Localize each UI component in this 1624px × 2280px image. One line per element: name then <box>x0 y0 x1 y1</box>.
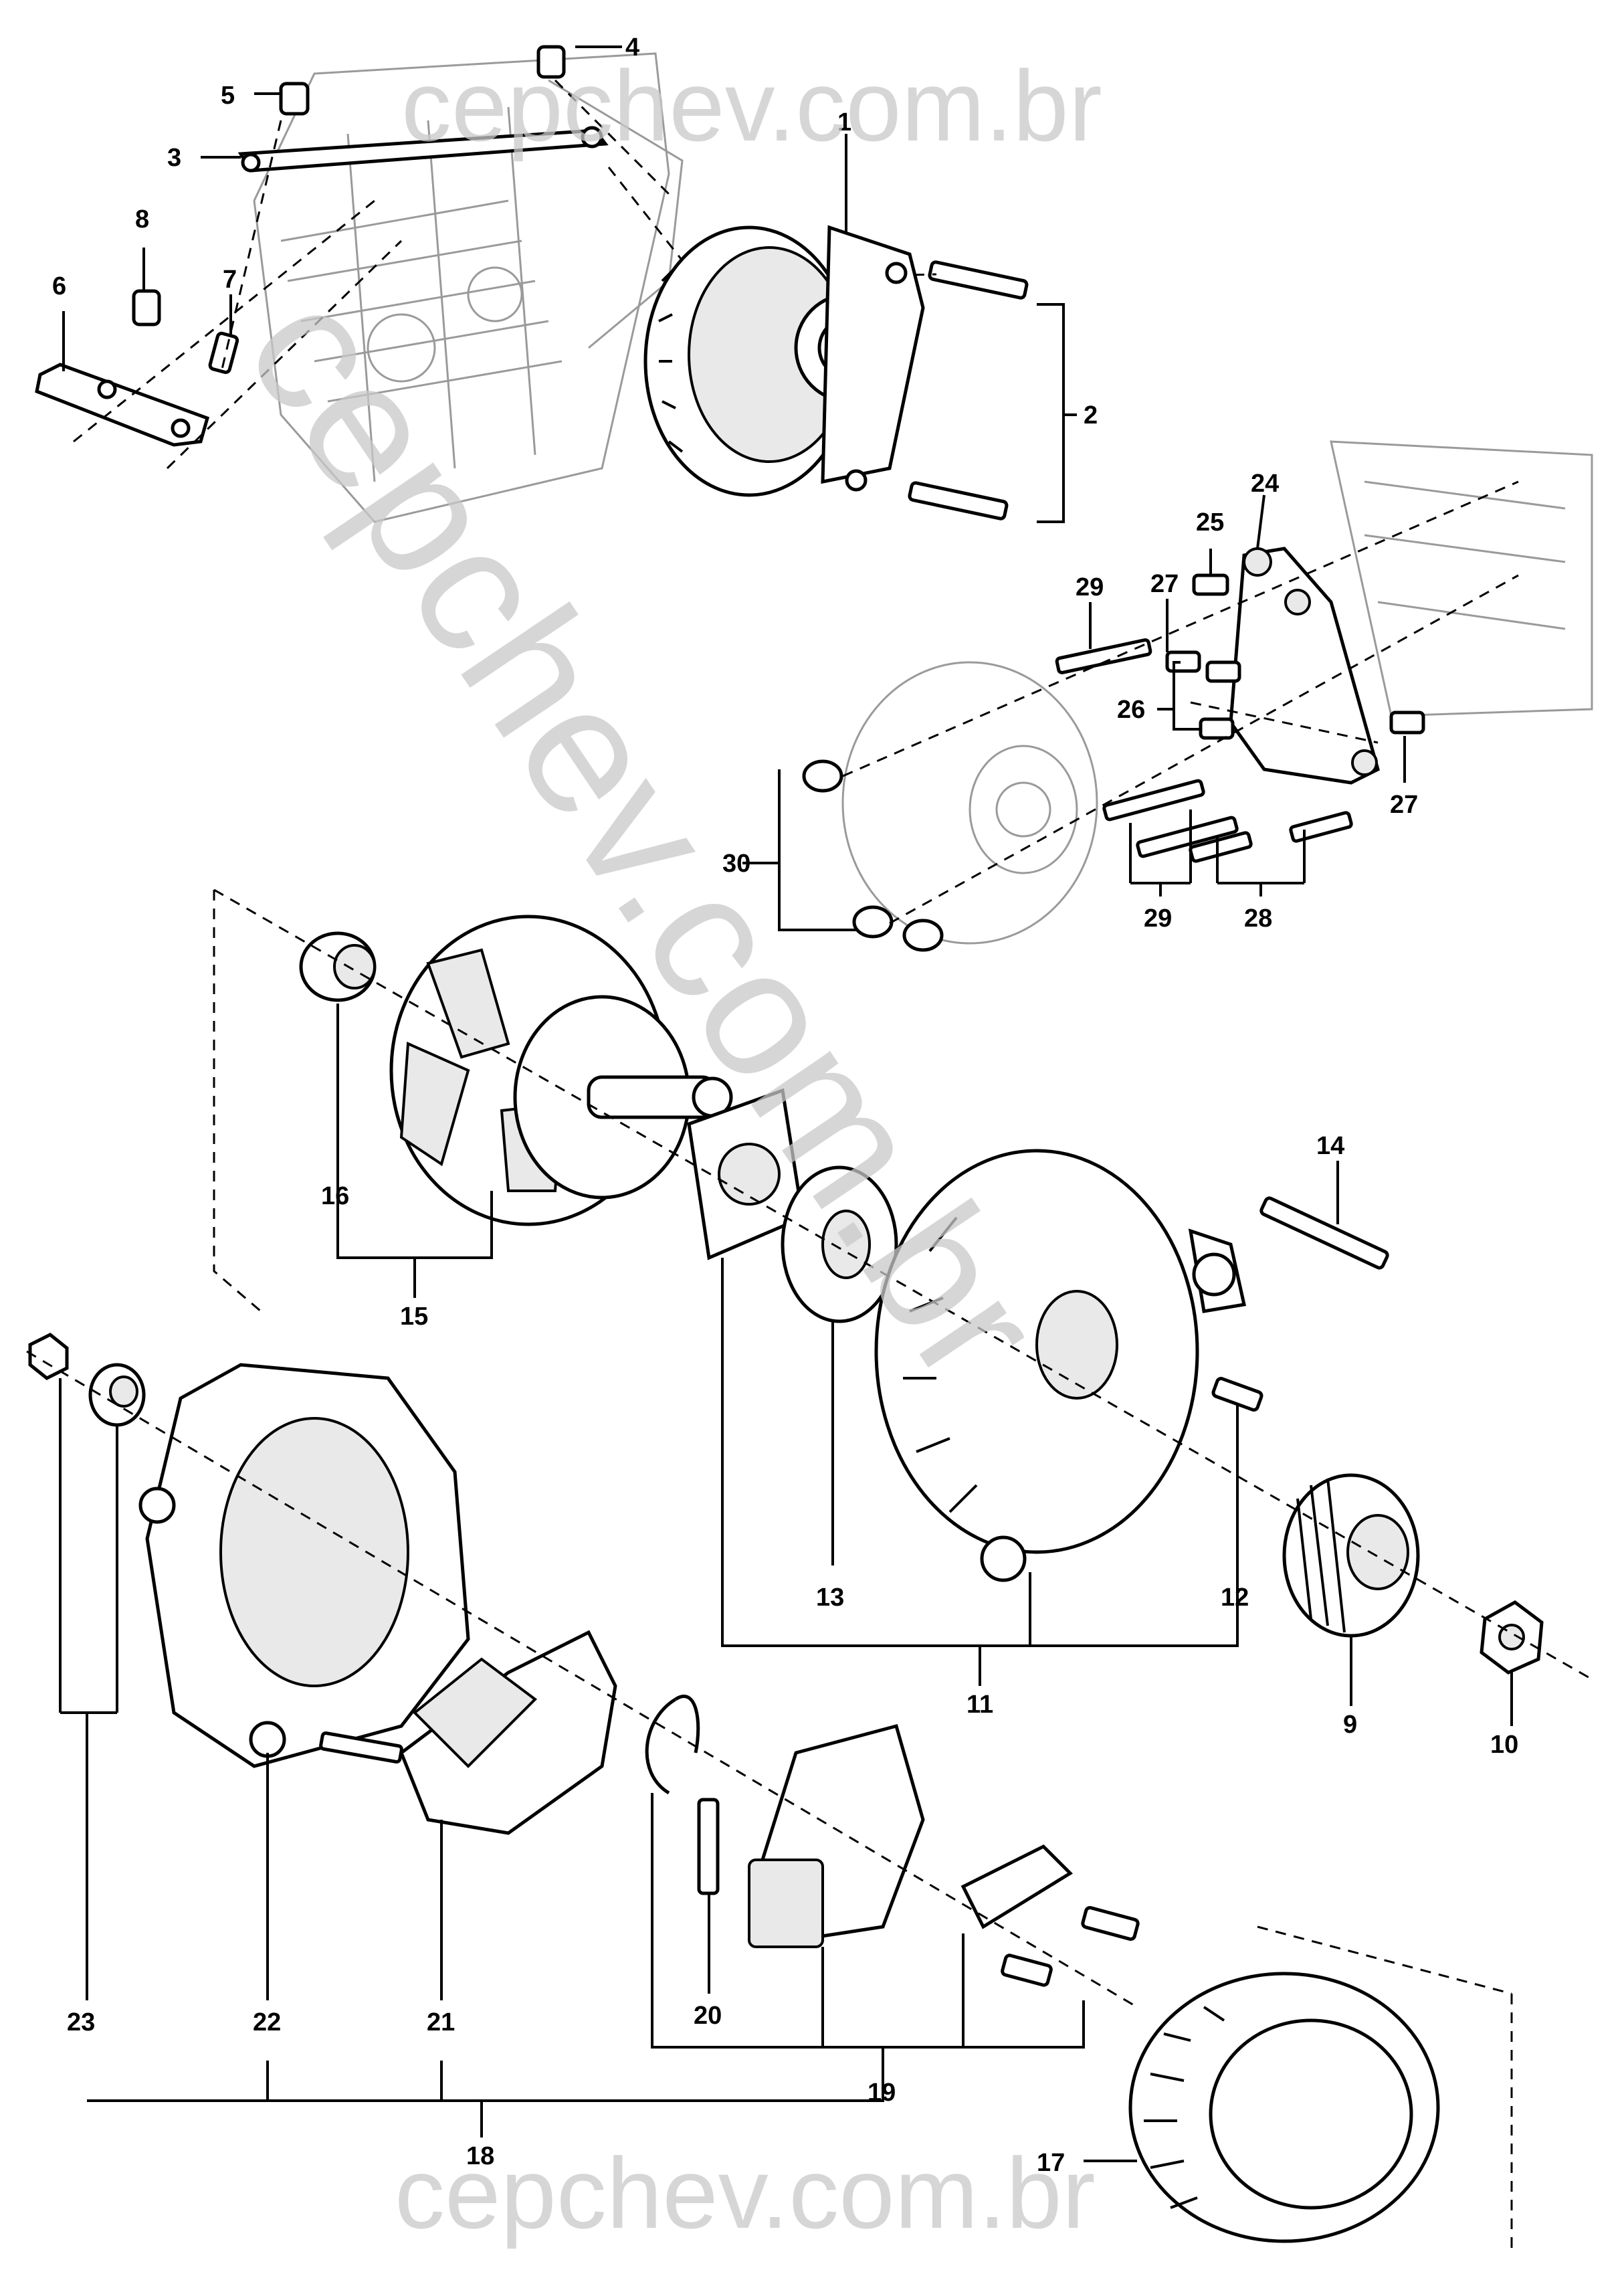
rear-housing <box>138 1363 470 1768</box>
lower-bracket <box>35 363 210 447</box>
watermark-top: cepchev.com.br <box>401 50 1102 162</box>
callout-24: 24 <box>1251 470 1279 498</box>
regulator <box>748 1723 1140 1987</box>
callout-8: 8 <box>135 205 149 233</box>
callout-10: 10 <box>1490 1731 1518 1759</box>
callout-23: 23 <box>67 2008 95 2036</box>
callout-18: 18 <box>466 2142 494 2170</box>
studs-and-nuts <box>802 573 1425 952</box>
through-bolt <box>1259 1196 1389 1270</box>
retaining-clip <box>645 1695 700 1795</box>
callout-5: 5 <box>221 82 235 110</box>
callout-1: 1 <box>837 108 851 136</box>
callout-27: 27 <box>1150 570 1179 598</box>
callout-2: 2 <box>1084 401 1098 430</box>
gasket-plate <box>687 1088 805 1260</box>
callout-19: 19 <box>868 2079 896 2107</box>
callout-29: 29 <box>1076 573 1104 601</box>
callout-20: 20 <box>694 2002 722 2030</box>
callout-28: 28 <box>1244 905 1272 933</box>
bolts-top <box>132 45 1029 520</box>
callout-12: 12 <box>1221 1584 1249 1612</box>
pulley-nut <box>1480 1600 1544 1675</box>
upper-bracket <box>237 126 609 173</box>
watermark-bottom: cepchev.com.br <box>395 2137 1096 2249</box>
callout-6: 6 <box>52 272 66 300</box>
callout-16: 16 <box>321 1182 349 1210</box>
mounting-housing <box>1229 440 1593 785</box>
front-bearing <box>781 1165 898 1323</box>
rotor-bearing <box>299 931 377 1002</box>
callout-26: 26 <box>1117 696 1145 724</box>
callout-3: 3 <box>167 144 181 172</box>
callout-labels: 1 2 3 4 5 6 7 8 9 10 11 12 13 14 15 16 1… <box>52 33 1518 2177</box>
stator <box>1128 1972 1440 2243</box>
brush <box>697 1798 720 1895</box>
front-housing <box>874 1149 1247 1582</box>
ghost-alternator <box>841 661 1098 945</box>
callout-25: 25 <box>1196 508 1224 537</box>
engine-background <box>253 52 684 523</box>
callout-4: 4 <box>625 33 639 62</box>
alternator-assembly <box>643 225 925 497</box>
rear-nuts <box>28 1333 146 1427</box>
callout-14: 14 <box>1316 1132 1344 1160</box>
callout-15: 15 <box>400 1303 428 1331</box>
callout-30: 30 <box>722 850 750 878</box>
leader-lines <box>59 45 1513 2162</box>
callout-9: 9 <box>1343 1711 1357 1739</box>
callout-27b: 27 <box>1390 791 1418 819</box>
callout-7: 7 <box>223 266 237 294</box>
callout-29b: 29 <box>1144 905 1172 933</box>
callout-11: 11 <box>967 1691 993 1719</box>
pulley <box>1282 1473 1420 1638</box>
callout-21: 21 <box>427 2008 455 2036</box>
callout-13: 13 <box>816 1584 844 1612</box>
callout-17: 17 <box>1037 2149 1065 2177</box>
small-screw-12 <box>1211 1377 1263 1412</box>
callout-22: 22 <box>253 2008 281 2036</box>
